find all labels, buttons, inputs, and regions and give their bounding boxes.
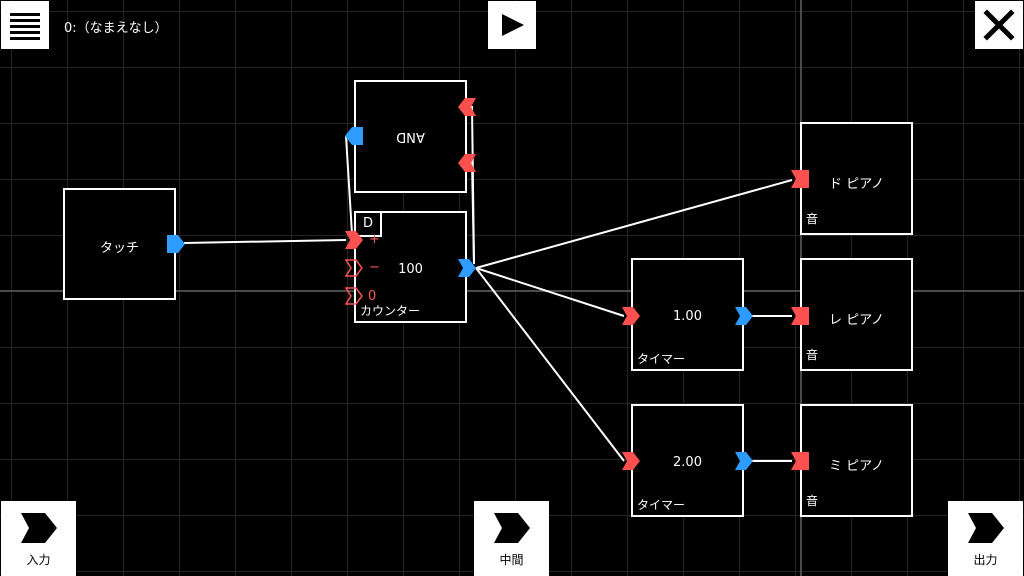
timer-2-output-port[interactable] (735, 452, 753, 470)
close-icon (983, 9, 1015, 41)
piano-mi-label: ミ ピアノ (829, 459, 884, 474)
and-input-port-b[interactable] (458, 154, 476, 172)
input-port-outline-icon (345, 287, 363, 305)
timer-1-value: 1.00 (673, 309, 702, 324)
counter-flag-box: D (356, 213, 382, 237)
output-port-icon (735, 452, 753, 470)
timer-2-input-port[interactable] (622, 452, 640, 470)
input-port-icon (791, 307, 809, 325)
input-port-icon (622, 307, 640, 325)
counter-value: 100 (398, 262, 423, 277)
timer-1-input-port[interactable] (622, 307, 640, 325)
input-port-outline-icon (345, 259, 363, 277)
piano-re-input-port[interactable] (791, 307, 809, 325)
counter-plus-label: + (369, 232, 380, 247)
counter-reset-port[interactable] (345, 287, 363, 305)
node-piano-re[interactable]: レ ピアノ 音 (800, 258, 913, 371)
input-port-icon (791, 170, 809, 188)
node-and-label: AND (396, 129, 425, 144)
piano-do-label: ド ピアノ (829, 177, 884, 192)
node-and[interactable]: AND (354, 80, 467, 193)
output-nav-button[interactable]: 出力 (948, 501, 1023, 576)
timer-1-type-label: タイマー (637, 352, 686, 366)
timer-2-type-label: タイマー (637, 498, 686, 512)
timer-2-value: 2.00 (673, 455, 702, 470)
middle-nav-label: 中間 (499, 553, 524, 567)
play-button[interactable] (488, 1, 536, 49)
menu-button[interactable] (1, 1, 49, 49)
counter-minus-label: − (369, 260, 380, 275)
counter-reset-label: 0 (368, 289, 377, 304)
node-counter[interactable]: D 100 カウンター (354, 211, 467, 323)
timer-1-output-port[interactable] (735, 307, 753, 325)
output-port-icon (735, 307, 753, 325)
piano-do-type-label: 音 (806, 212, 819, 226)
node-timer-1[interactable]: 1.00 タイマー (631, 258, 744, 371)
output-nav-label: 出力 (973, 553, 998, 567)
input-port-icon (791, 452, 809, 470)
wire-touch-counter (183, 239, 347, 244)
piano-re-label: レ ピアノ (829, 313, 884, 328)
hamburger-icon (10, 13, 40, 40)
arrow-right-icon (21, 513, 57, 543)
touch-output-port[interactable] (167, 235, 185, 253)
wire-counter-and (345, 135, 353, 235)
close-button[interactable] (975, 1, 1023, 49)
input-nav-button[interactable]: 入力 (1, 501, 76, 576)
node-timer-2[interactable]: 2.00 タイマー (631, 404, 744, 517)
wire-and-b-counter (471, 161, 475, 265)
counter-minus-port[interactable] (345, 259, 363, 277)
wire-counter-timer2 (475, 267, 625, 462)
piano-do-input-port[interactable] (791, 170, 809, 188)
node-touch-label: タッチ (99, 241, 139, 256)
input-port-icon (345, 231, 363, 249)
play-icon (502, 14, 524, 36)
arrow-right-icon (494, 513, 530, 543)
piano-mi-type-label: 音 (806, 494, 819, 508)
middle-nav-button[interactable]: 中間 (474, 501, 549, 576)
output-port-icon (167, 235, 185, 253)
piano-mi-input-port[interactable] (791, 452, 809, 470)
grid-axis-horizontal (0, 290, 1024, 292)
node-touch[interactable]: タッチ (63, 188, 176, 300)
wire-counter-do (475, 179, 793, 269)
counter-plus-port[interactable] (345, 231, 363, 249)
counter-output-port[interactable] (458, 259, 476, 277)
counter-flag: D (362, 216, 373, 231)
node-piano-mi[interactable]: ミ ピアノ 音 (800, 404, 913, 517)
input-port-icon (458, 98, 476, 116)
counter-type-label: カウンター (360, 304, 421, 318)
piano-re-type-label: 音 (806, 348, 819, 362)
input-port-icon (458, 154, 476, 172)
output-port-icon (345, 127, 363, 145)
node-piano-do[interactable]: ド ピアノ 音 (800, 122, 913, 235)
and-output-port[interactable] (345, 127, 363, 145)
project-title: 0:（なまえなし） (64, 21, 168, 36)
input-nav-label: 入力 (26, 553, 51, 567)
arrow-right-icon (968, 513, 1004, 543)
wire-counter-timer1 (475, 267, 625, 317)
output-port-icon (458, 259, 476, 277)
input-port-icon (622, 452, 640, 470)
and-input-port-a[interactable] (458, 98, 476, 116)
